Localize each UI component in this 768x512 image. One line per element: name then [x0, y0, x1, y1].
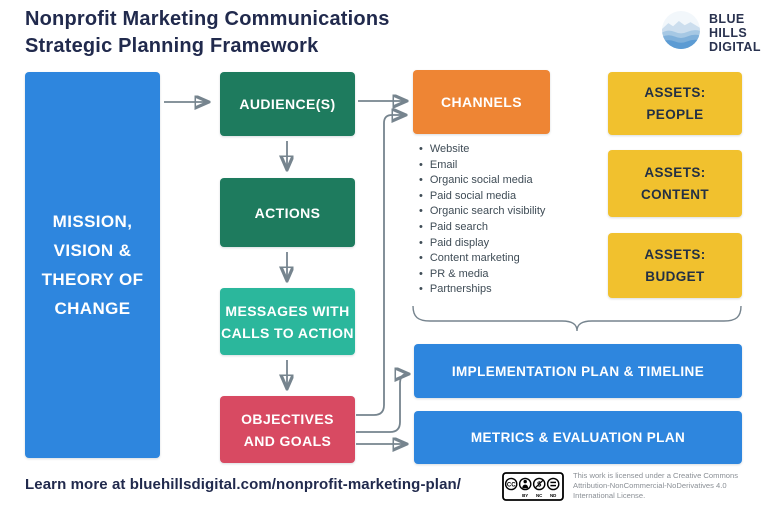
cc-icon: CC: [504, 477, 518, 491]
channels-box: CHANNELS: [413, 70, 550, 134]
channel-item: Email: [419, 159, 545, 171]
assets-people-box: ASSETS: PEOPLE: [608, 72, 742, 135]
channel-item: Paid display: [419, 237, 545, 249]
assets-budget-box: ASSETS: BUDGET: [608, 233, 742, 298]
svg-text:CC: CC: [507, 482, 516, 488]
channel-item: Organic search visibility: [419, 206, 546, 217]
objectives-goals-box: OBJECTIVES AND GOALS: [220, 396, 355, 463]
messages-box: MESSAGES WITH CALLS TO ACTION: [220, 288, 355, 355]
channel-item: Content marketing: [419, 253, 545, 264]
channels-assets-brace: [412, 305, 742, 332]
channel-item: Website: [419, 144, 545, 155]
channel-item: Partnerships: [419, 284, 545, 295]
metrics-plan-box: METRICS & EVALUATION PLAN: [414, 411, 742, 464]
mission-vision-box: MISSION, VISION & THEORY OF CHANGE: [25, 72, 160, 458]
arrow-objectives-to-implementation: [356, 374, 407, 433]
audiences-box: AUDIENCE(S): [220, 72, 355, 136]
cc-nd-icon: [546, 477, 560, 491]
cc-by-icon: [518, 477, 532, 491]
license-text: This work is licensed under a Creative C…: [573, 471, 739, 500]
cc-nc-icon: $: [532, 477, 546, 491]
channel-item: Paid social media: [419, 190, 545, 202]
actions-box: ACTIONS: [220, 178, 355, 247]
assets-content-box: ASSETS: CONTENT: [608, 150, 742, 217]
learn-more-text: Learn more at bluehillsdigital.com/nonpr…: [25, 476, 462, 493]
arrow-objectives-to-channels: [356, 115, 404, 416]
page-title: Nonprofit Marketing Communications Strat…: [25, 8, 390, 57]
svg-text:ND: ND: [550, 493, 556, 498]
channels-list: Website Email Organic social media Paid …: [419, 144, 546, 300]
blue-hills-logo-icon: [662, 11, 700, 54]
implementation-plan-box: IMPLEMENTATION PLAN & TIMELINE: [414, 344, 742, 398]
cc-license-badge: CC $ BY NC ND: [502, 472, 564, 506]
svg-text:BY: BY: [522, 493, 528, 498]
channel-item: Organic social media: [419, 175, 545, 186]
channel-item: PR & media: [419, 268, 545, 280]
svg-text:NC: NC: [536, 493, 543, 498]
channel-item: Paid search: [419, 221, 545, 233]
